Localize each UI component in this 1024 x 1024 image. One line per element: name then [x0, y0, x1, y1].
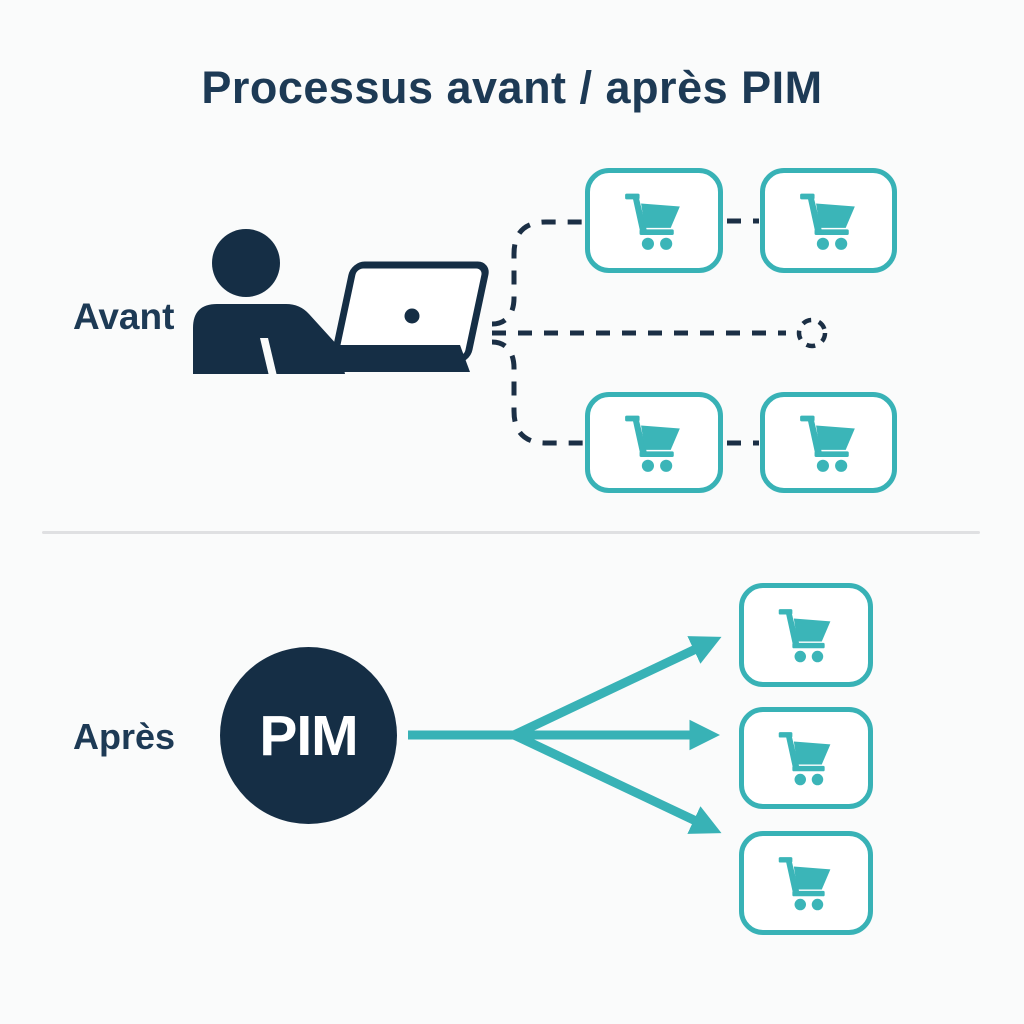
- section-divider: [42, 531, 980, 534]
- channel-box: [760, 168, 897, 273]
- arrow-to-top-channel: [510, 636, 722, 741]
- person-at-laptop-icon: [193, 229, 489, 376]
- channel-box: [739, 831, 873, 935]
- shopping-cart-icon: [770, 850, 842, 916]
- channel-box: [739, 583, 873, 687]
- channel-box: [739, 707, 873, 809]
- channel-box: [585, 168, 723, 273]
- arrow-to-bottom-channel: [510, 729, 722, 834]
- channel-box: [585, 392, 723, 493]
- channel-box: [760, 392, 897, 493]
- dashed-loop-end: [796, 317, 828, 349]
- dashed-line-top: [491, 219, 583, 327]
- pim-hub: PIM: [220, 647, 397, 824]
- dashed-line-bottom: [491, 339, 583, 446]
- after-label: Après: [73, 716, 176, 757]
- shopping-cart-icon: [770, 725, 842, 791]
- shopping-cart-icon: [770, 602, 842, 668]
- before-label: Avant: [73, 296, 175, 337]
- page-title: Processus avant / après PIM: [201, 62, 823, 113]
- pim-label: PIM: [259, 703, 358, 768]
